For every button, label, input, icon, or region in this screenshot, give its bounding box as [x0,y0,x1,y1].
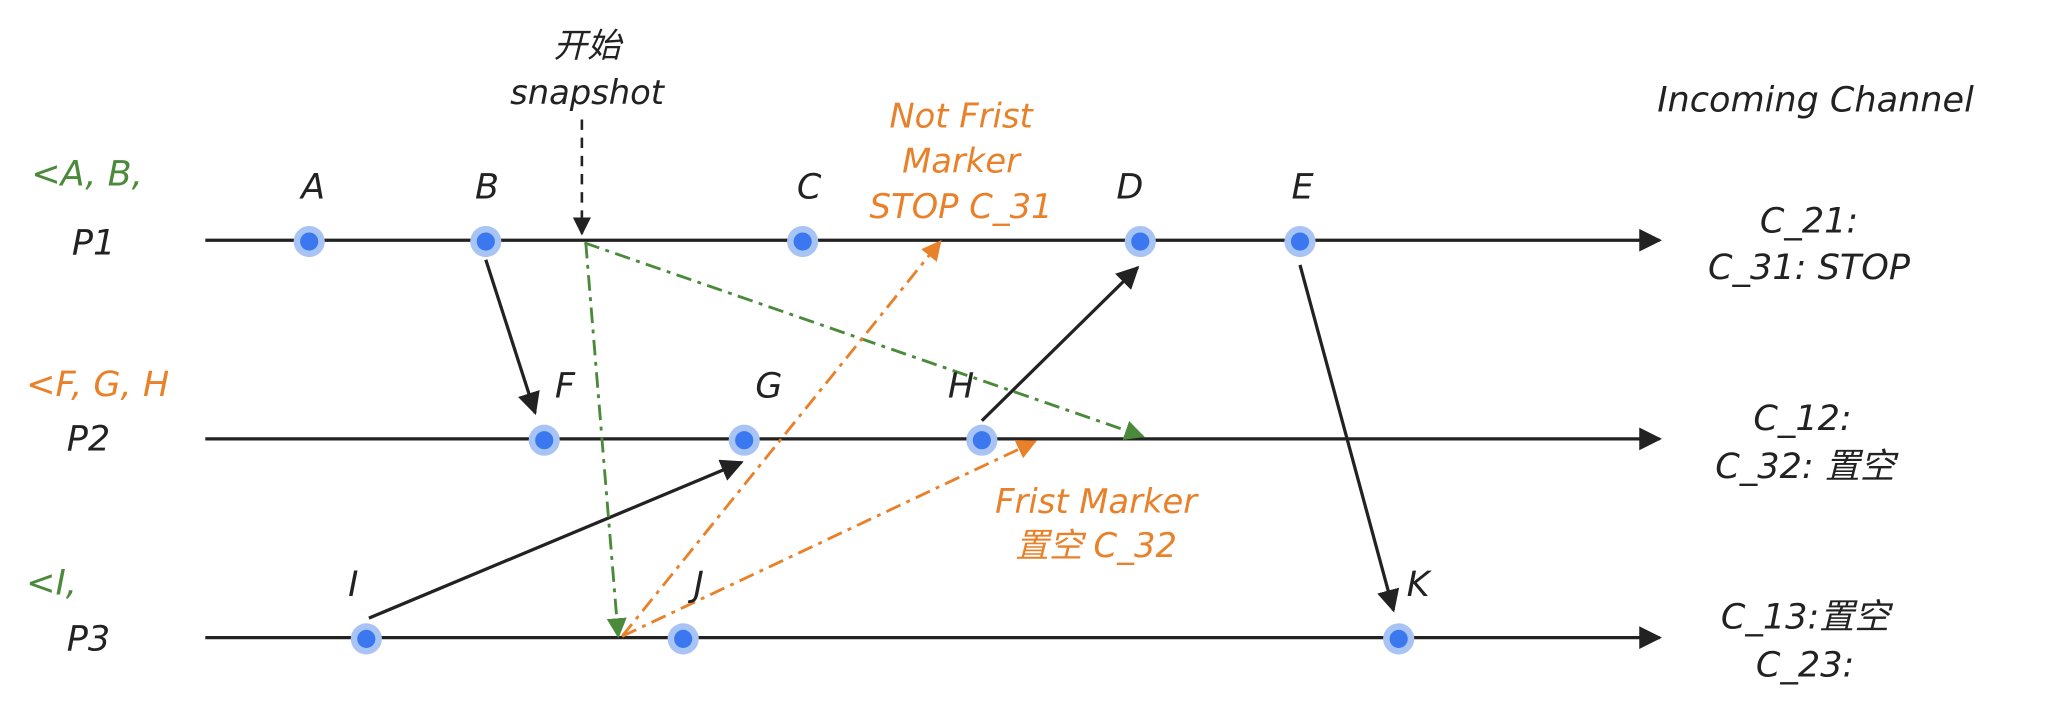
event-label-c: C [797,167,822,208]
event-dot-b [470,225,502,258]
event-dot-a [293,225,325,258]
marker-p3-to-p2 [621,440,1037,638]
event-dot-c [787,225,819,258]
event-dot-g [728,424,760,456]
event-dot-k [1383,623,1415,655]
start-label-line2: snapshot [510,73,666,112]
event-label-k: K [1407,564,1433,605]
event-label-e: E [1292,167,1315,208]
event-dot-h [966,424,998,456]
message-e-to-k [1298,264,1400,613]
event-dot-f [528,424,560,456]
event-label-f: F [555,365,576,406]
event-dot-e [1284,225,1316,258]
recorded-state-p2: <F, G, H [26,364,169,405]
marker-p1-to-p2 [584,241,1145,440]
marker-p3-to-p1 [621,239,942,638]
event-label-h: H [948,365,974,406]
marker-p1-to-p3 [584,242,627,639]
event-dot-d [1124,225,1156,258]
start-label-line1: 开始 [553,26,624,65]
channel-p2-line1: C_12: [1753,398,1851,439]
channel-p3-line2: C_23: [1756,645,1854,686]
note-not-first-line2: Marker [902,142,1022,181]
event-label-j: J [688,564,704,605]
event-dot-i [350,623,382,655]
event-label-a: A [299,167,325,208]
channel-p1-line1: C_21: [1760,200,1858,241]
message-i-to-g [368,459,744,620]
channel-header: Incoming Channel [1657,80,1974,121]
note-first-line1: Frist Marker [995,482,1199,521]
process-label-p3: P3 [67,619,110,660]
channel-p1-line2: C_31: STOP [1708,247,1911,288]
channel-p2-line2: C_32: 置空 [1715,446,1899,487]
note-not-first-line3: STOP C_31 [870,187,1053,226]
message-h-to-d [980,265,1140,422]
note-not-first-line1: Not Frist [889,96,1034,135]
message-b-to-f [484,259,540,416]
event-label-b: B [475,167,499,208]
recorded-state-p3: <I, [26,563,77,604]
event-label-i: I [348,564,358,605]
event-label-d: D [1116,167,1143,208]
channel-p3-line1: C_13:置空 [1721,597,1893,638]
process-label-p1: P1 [72,223,115,264]
event-dot-j [667,623,699,655]
note-first-line2: 置空 C_32 [1015,526,1177,565]
event-label-g: G [755,365,782,406]
recorded-state-p1: <A, B, [31,154,142,195]
process-label-p2: P2 [67,419,110,460]
